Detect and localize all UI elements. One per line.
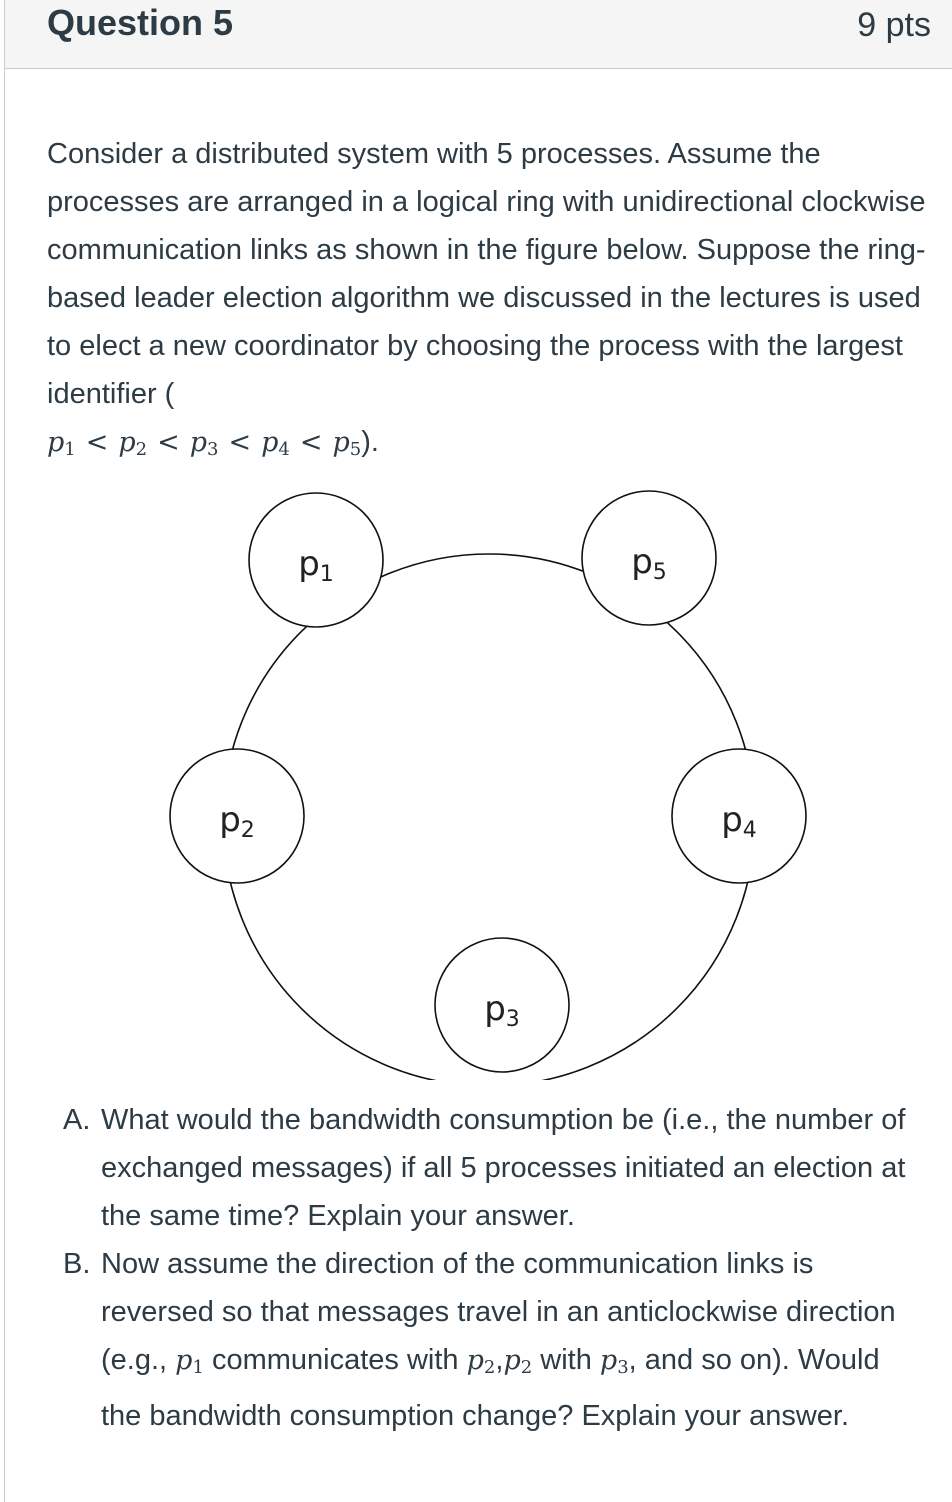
- node-p4: p4: [671, 748, 807, 884]
- node-p1: p1: [248, 492, 384, 628]
- part-b-comma: ,: [495, 1344, 504, 1376]
- ring-diagram: p1 p5 p2 p4 p3: [169, 490, 807, 1080]
- node-p5: p5: [581, 490, 717, 626]
- question-card: Question 5 9 pts Consider a distributed …: [4, 0, 952, 1502]
- question-header: Question 5 9 pts: [5, 0, 952, 69]
- part-a-marker: A.: [63, 1104, 91, 1136]
- part-b-math-1: p1: [175, 1345, 204, 1378]
- svg-text:p2: p2: [219, 800, 255, 843]
- part-b-marker: B.: [63, 1248, 91, 1280]
- part-b-text-2: communicates with: [211, 1344, 459, 1376]
- question-points: 9 pts: [857, 6, 931, 44]
- part-a: A. What would the bandwidth consumption …: [63, 1096, 923, 1240]
- part-b-text-1: Now assume the direction of the communic…: [101, 1248, 896, 1376]
- svg-text:p5: p5: [631, 542, 667, 585]
- part-b: B. Now assume the direction of the commu…: [63, 1240, 923, 1440]
- part-b-math-4: p3: [599, 1345, 629, 1378]
- svg-text:p3: p3: [484, 989, 520, 1032]
- part-b-text-4: , and so on). Would the bandwidth consum…: [101, 1344, 880, 1432]
- ordering-close: ).: [361, 426, 379, 458]
- node-p2: p2: [169, 748, 305, 884]
- part-b-math-3: p2: [503, 1345, 533, 1378]
- part-b-math-2: p2: [466, 1345, 496, 1378]
- part-b-text-3: with: [540, 1344, 592, 1376]
- part-a-text: What would the bandwidth consumption be …: [101, 1104, 906, 1232]
- question-parts: A. What would the bandwidth consumption …: [63, 1096, 923, 1440]
- svg-text:p1: p1: [298, 544, 334, 587]
- ordering-expression: p1<p2<p3<p4<p5: [47, 427, 362, 460]
- question-body: Consider a distributed system with 5 pro…: [47, 130, 927, 474]
- node-p3: p3: [434, 937, 570, 1073]
- question-title: Question 5: [47, 2, 234, 43]
- question-intro: Consider a distributed system with 5 pro…: [47, 130, 927, 474]
- intro-text: Consider a distributed system with 5 pro…: [47, 138, 926, 410]
- svg-text:p4: p4: [721, 800, 757, 843]
